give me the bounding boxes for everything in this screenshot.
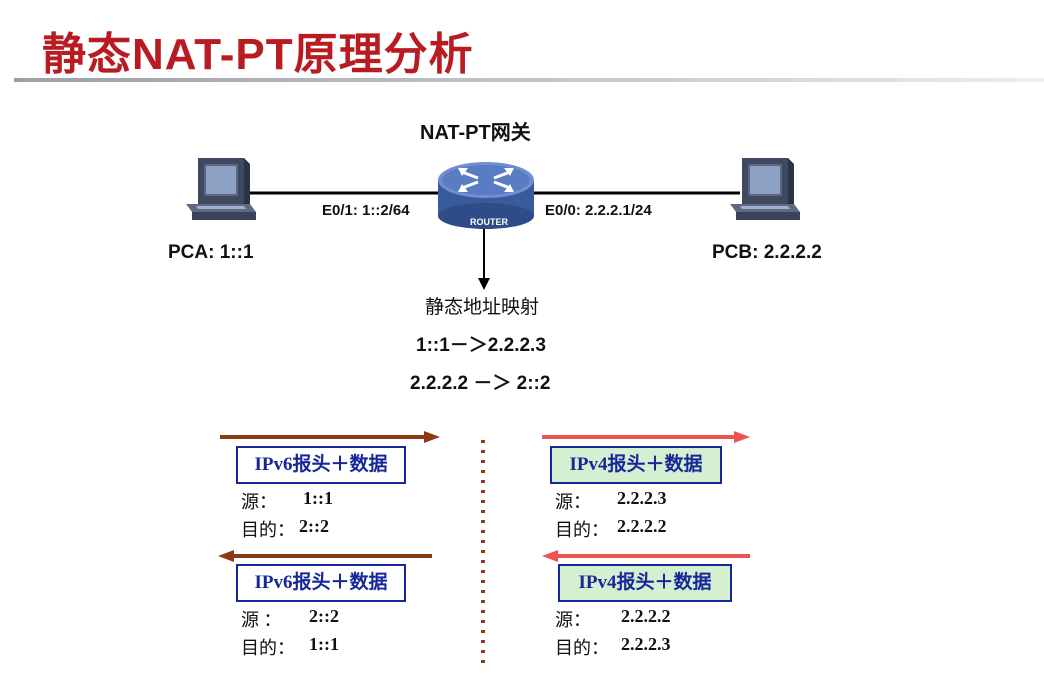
mapping-rule-2: 2.2.2.2 －＞ 2::2 [410,373,551,394]
ipv4-out-destination: 目的： 2.2.2.2 [555,516,667,542]
source-key: 源 ： [241,610,282,630]
ipv6-in-source: 源 ： 2::2 [241,606,339,632]
source-key: 源： [241,492,277,512]
computer-icon [186,158,256,220]
ipv6-packet-box: IPv6报头＋数据 [236,564,406,602]
destination-key: 目的： [241,638,295,658]
ipv4-in-destination: 目的： 2.2.2.3 [555,634,671,660]
router-text: ROUTER [470,217,508,227]
computer-icon [730,158,800,220]
source-value: 2.2.2.3 [617,488,667,508]
mapping-heading: 静态地址映射 [425,297,540,318]
source-key: 源： [555,492,591,512]
source-value: 1::1 [303,488,333,508]
source-key: 源： [555,610,591,630]
ipv6-arrow-left [218,550,432,562]
mapping-rule-1: 1::1－＞2.2.2.3 [416,335,546,356]
pca-label: PCA: 1::1 [168,242,254,263]
router-icon [438,162,534,229]
ipv6-arrow-right [220,431,440,443]
ipv6-in-destination: 目的： 1::1 [241,634,339,660]
gateway-label: NAT-PT网关 [420,122,531,144]
interface-e0-1-label: E0/1: 1::2/64 [322,202,410,219]
pcb-label: PCB: 2.2.2.2 [712,242,822,263]
source-value: 2.2.2.2 [621,606,671,626]
destination-value: 2::2 [299,516,329,536]
interface-e0-0-label: E0/0: 2.2.2.1/24 [545,202,652,219]
ipv4-out-source: 源： 2.2.2.3 [555,488,667,514]
ipv6-packet-box: IPv6报头＋数据 [236,446,406,484]
title-divider [14,78,1044,82]
destination-key: 目的： [241,520,295,540]
source-value: 2::2 [309,606,339,626]
ipv4-in-source: 源： 2.2.2.2 [555,606,671,632]
ipv6-out-destination: 目的： 2::2 [241,516,329,542]
destination-value: 1::1 [309,634,339,654]
ipv4-packet-box: IPv4报头＋数据 [550,446,722,484]
destination-value: 2.2.2.2 [617,516,667,536]
ipv4-arrow-left [542,550,750,562]
ipv4-packet-box: IPv4报头＋数据 [558,564,732,602]
ipv6-out-source: 源： 1::1 [241,488,333,514]
ipv4-arrow-right [542,431,750,443]
destination-key: 目的： [555,520,609,540]
destination-value: 2.2.2.3 [621,634,671,654]
mapping-arrow-head [478,278,490,290]
page-title: 静态NAT-PT原理分析 [42,30,474,79]
destination-key: 目的： [555,638,609,658]
